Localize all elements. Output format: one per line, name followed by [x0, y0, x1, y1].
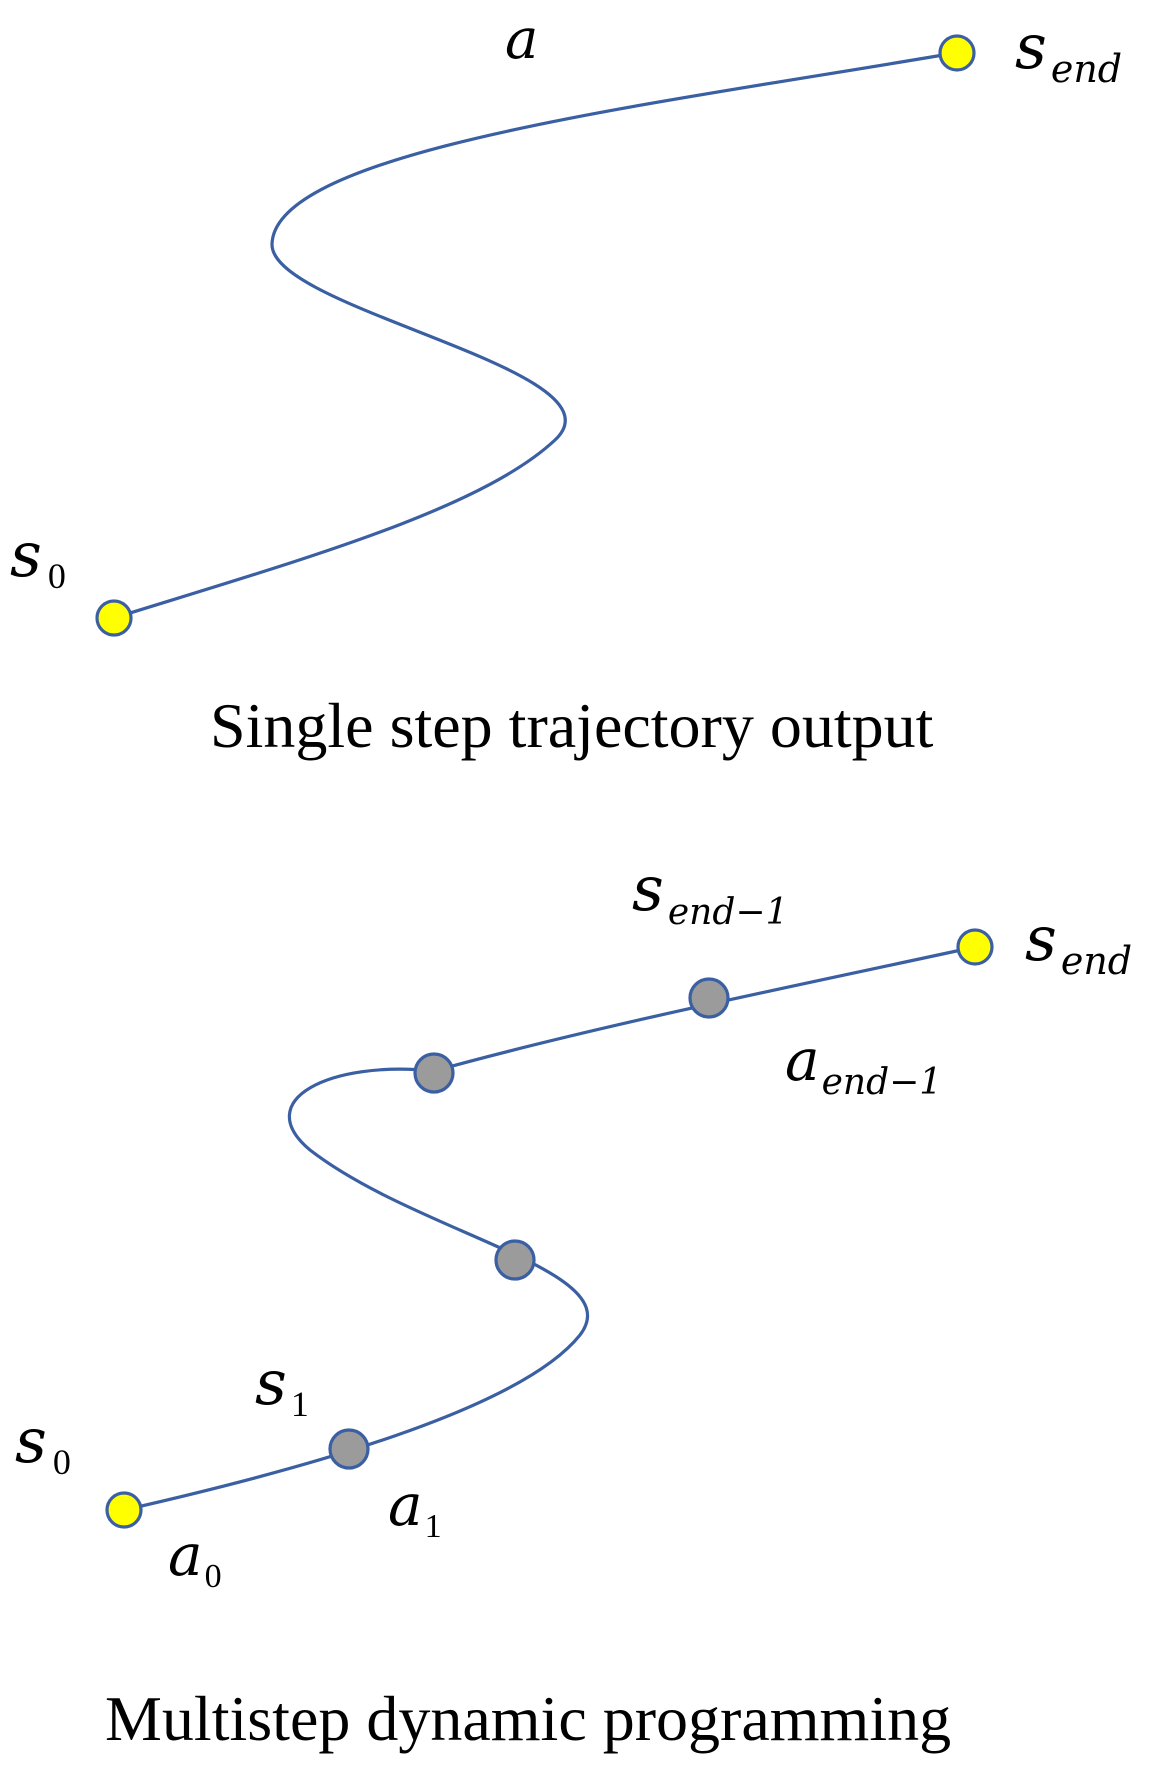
bottom-node-send-1 [688, 977, 730, 1019]
top-action-label: a [505, 7, 538, 72]
bottom-a1-label: a1 [388, 1471, 442, 1545]
multistep-trajectory-curve [122, 945, 977, 1512]
bottom-node-mid-high [413, 1052, 455, 1094]
top-caption: Single step trajectory output [210, 690, 934, 761]
bottom-caption: Multistep dynamic programming [105, 1683, 951, 1754]
top-end-node [938, 34, 976, 72]
bottom-end-node [956, 928, 994, 966]
bottom-start-node [105, 1491, 143, 1529]
bottom-node-s1 [328, 1428, 370, 1470]
single-step-trajectory-curve [112, 51, 957, 620]
bottom-a0-label: a0 [168, 1521, 222, 1595]
top-start-node [95, 599, 133, 637]
bottom-node-mid-low [494, 1239, 536, 1281]
bottom-aend-1-label: aend−1 [785, 1026, 942, 1103]
